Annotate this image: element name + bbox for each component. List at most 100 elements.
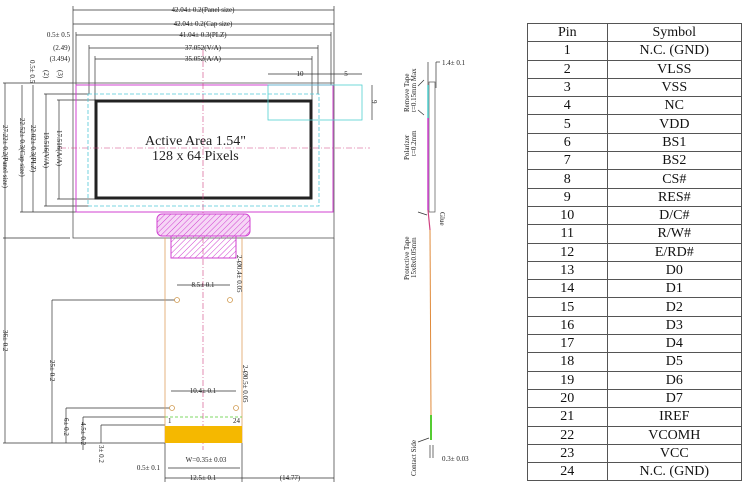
pin-symbol: VCOMH (606, 425, 742, 445)
pin-symbol: BS1 (606, 132, 742, 153)
pin-symbol: R/W# (606, 224, 742, 244)
dim-offset-05: 0.5± 0.5 (47, 31, 71, 39)
pin-symbol: VSS (606, 77, 742, 98)
pin-number: 19 (527, 370, 608, 390)
pin-number: 23 (527, 443, 608, 464)
dim-right-offset: (14.77) (280, 474, 301, 482)
dim-h-45: 4.5± 0.2 (79, 422, 87, 446)
pin-first-label: 1 (168, 417, 172, 425)
dim-va-height: 19.516(V/A) (42, 132, 50, 169)
dim-h-6: 6± 0.2 (62, 418, 70, 436)
pin-number: 12 (527, 242, 608, 262)
pin-number: 18 (527, 352, 608, 372)
pin-number: 7 (527, 151, 608, 171)
pin-number: 20 (527, 388, 608, 409)
active-area-outline (94, 99, 313, 200)
viewing-area-outline (87, 93, 320, 207)
pin-symbol: IREF (606, 407, 742, 427)
pin-symbol: D3 (606, 315, 742, 336)
polarizer-thickness: t=0.2mm (410, 130, 418, 156)
pin-symbol: N.C. (GND) (606, 41, 742, 61)
dim-plz-height: 22.02± 0.3(PLZ) (29, 125, 37, 173)
contact-side-label: Contact Side (410, 440, 418, 476)
pin-number: 9 (527, 187, 608, 207)
pin-number: 10 (527, 205, 608, 226)
dim-hole-top: 8.5± 0.1 (191, 281, 215, 289)
pin-number: 22 (527, 425, 608, 445)
dim-plz-width: 41.04± 0.3(PLZ) (179, 31, 227, 39)
alignment-holes (169, 297, 239, 411)
pin-symbol: E/RD# (606, 242, 742, 262)
pin-number: 8 (527, 169, 608, 189)
pin-symbol: RES# (606, 187, 742, 207)
pin-number: 11 (527, 224, 608, 244)
pin-symbol: CS# (606, 169, 742, 189)
pin-number: 21 (527, 407, 608, 427)
protective-tape-size: 15x8x0.05mm (410, 237, 418, 278)
pin-symbol: D4 (606, 334, 742, 354)
dim-va-width: 37.052(V/A) (185, 44, 222, 52)
polarizer-outline (75, 84, 334, 213)
pin-symbol: D0 (606, 260, 742, 281)
pin-symbol: VCC (606, 443, 742, 464)
pin-number: 15 (527, 297, 608, 317)
pin-symbol: NC (606, 96, 742, 116)
dim-aa-height: 17.516(A/A) (55, 130, 63, 167)
pin-number: 16 (527, 315, 608, 336)
dim-hole-dia-top: 2-Ø0.4± 0.05 (235, 255, 243, 293)
side-view: 1.4± 0.1 Glue 0.3± 0.03 Remove Tape t=0.… (403, 59, 469, 476)
dim-offset-249: (2.49) (53, 44, 71, 52)
symbol-header: Symbol (606, 22, 742, 43)
dim-total-height: 36± 0.2 (1, 330, 9, 352)
glue-label: Glue (438, 212, 446, 226)
remove-tape-tab (267, 84, 363, 121)
dim-v-offset: 0.5± 0.5 (28, 60, 36, 84)
dim-panel-width: 42.04± 0.2(Panel size) (172, 6, 236, 14)
pin-number: 2 (527, 59, 608, 79)
contact-pads (165, 426, 242, 443)
pin-symbol: D2 (606, 297, 742, 317)
dim-tape-10: 10 (297, 70, 305, 78)
pin-symbol: D5 (606, 352, 742, 372)
pin-number: 1 (527, 41, 608, 61)
pin-header: Pin (527, 22, 608, 43)
pin-symbol: D1 (606, 279, 742, 299)
dim-cap-width: 42.04± 0.2(Cap size) (174, 20, 233, 28)
pin-last-label: 24 (233, 417, 241, 425)
dim-tape-5: 5 (344, 70, 348, 78)
dim-cap-height: 22.52± 0.3(Cap size) (18, 118, 26, 177)
pin-symbol: N.C. (GND) (606, 462, 742, 482)
pin-number: 4 (527, 96, 608, 116)
dimension-lines (3, 6, 373, 482)
dim-v-3: (3) (56, 70, 64, 79)
pin-number: 3 (527, 77, 608, 98)
dim-panel-height: 27.22± 0.2(Panel size) (1, 125, 9, 189)
dim-hole-dia-bot: 2-Ø0.5± 0.05 (241, 365, 249, 403)
pin-number: 6 (527, 132, 608, 153)
pin-number: 5 (527, 114, 608, 134)
remove-tape-label: Remove Tape (403, 74, 411, 112)
dim-h-3: 3± 0.2 (97, 445, 105, 463)
